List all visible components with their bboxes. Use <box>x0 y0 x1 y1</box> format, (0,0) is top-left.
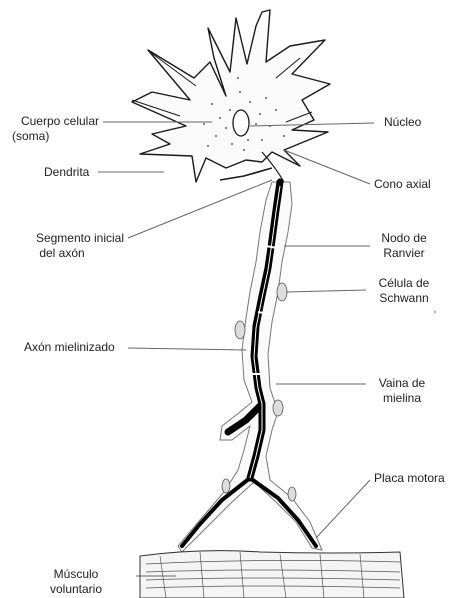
label-vaina-mielina-line1: Vaina de <box>362 376 442 391</box>
myelin-sheath-outline <box>178 182 322 552</box>
label-celula-schwann-line1: Célula de <box>364 276 444 291</box>
leader-lines <box>98 122 374 576</box>
label-vaina-mielina-line2: mielina <box>362 391 442 406</box>
label-musculo-voluntario-line2: voluntario <box>38 582 114 597</box>
stray-mark: ' <box>434 310 436 321</box>
label-nodo-ranvier-line1: Nodo de <box>364 231 444 246</box>
schwann-cell <box>235 321 245 339</box>
label-musculo-voluntario: Músculo voluntario <box>38 567 114 597</box>
label-nucleo: Núcleo <box>384 115 421 130</box>
schwann-cell <box>273 400 283 416</box>
label-cuerpo-celular: Cuerpo celular (soma) <box>0 114 99 144</box>
label-nodo-ranvier-line2: Ranvier <box>364 246 444 261</box>
label-segmento-inicial: Segmento inicial del axón <box>0 231 124 261</box>
label-segmento-inicial-line2: del axón <box>0 246 124 261</box>
label-vaina-mielina: Vaina de mielina <box>362 376 442 406</box>
label-axon-mielinizado: Axón mielinizado <box>24 340 115 355</box>
nucleus <box>233 110 249 136</box>
label-celula-schwann-line2: Schwann <box>364 291 444 306</box>
label-dendrita: Dendrita <box>44 165 89 180</box>
dendrite-strand <box>150 52 196 86</box>
label-nodo-ranvier: Nodo de Ranvier <box>364 231 444 261</box>
schwann-cell <box>222 479 230 493</box>
label-segmento-inicial-line1: Segmento inicial <box>0 231 124 246</box>
label-celula-schwann: Célula de Schwann <box>364 276 444 306</box>
dendrite-strand <box>220 168 272 180</box>
label-cuerpo-celular-line2: (soma) <box>0 129 99 144</box>
schwann-cell <box>288 487 296 501</box>
label-musculo-voluntario-line1: Músculo <box>38 567 114 582</box>
label-cuerpo-celular-line1: Cuerpo celular <box>0 114 99 129</box>
label-cono-axial: Cono axial <box>374 177 431 192</box>
schwann-cell <box>277 283 287 301</box>
voluntary-muscle <box>140 551 404 598</box>
label-placa-motora: Placa motora <box>374 471 445 486</box>
